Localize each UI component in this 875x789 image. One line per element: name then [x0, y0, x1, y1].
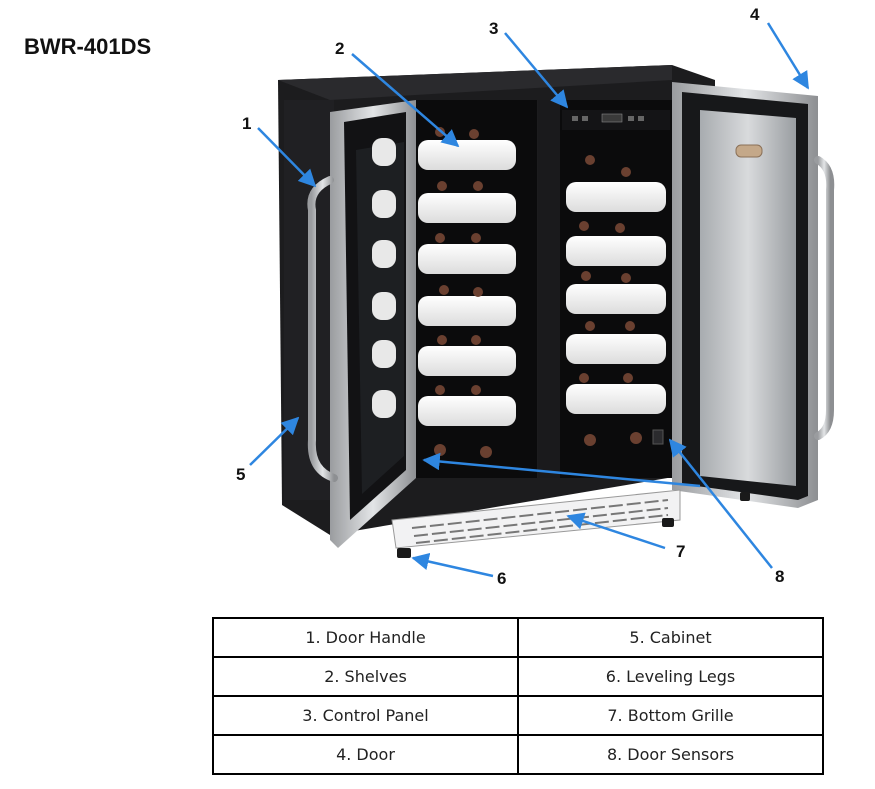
door-sensor: [652, 429, 664, 445]
control-panel: [562, 110, 670, 130]
left-door: [330, 100, 416, 548]
table-cell: 7. Bottom Grille: [517, 695, 824, 736]
table-row: 3. Control Panel 7. Bottom Grille: [212, 695, 824, 736]
left-door-handle: [307, 176, 338, 482]
bottom-grille: [391, 489, 681, 549]
parts-table: 1. Door Handle 5. Cabinet 2. Shelves 6. …: [212, 617, 824, 775]
table-cell: 2. Shelves: [212, 656, 519, 697]
callout-1: 1: [242, 114, 251, 133]
callout-6: 6: [497, 569, 506, 588]
callout-2: 2: [335, 39, 344, 58]
table-cell: 8. Door Sensors: [517, 734, 824, 775]
table-cell: 1. Door Handle: [212, 617, 519, 658]
table-row: 2. Shelves 6. Leveling Legs: [212, 656, 824, 697]
table-cell: 3. Control Panel: [212, 695, 519, 736]
callout-8: 8: [775, 567, 784, 586]
callout-3: 3: [489, 19, 498, 38]
callout-arrows: [249, 22, 810, 578]
left-shelves: [418, 140, 516, 426]
right-shelves: [566, 182, 666, 414]
right-door-handle: [814, 156, 835, 440]
table-row: 4. Door 8. Door Sensors: [212, 734, 824, 775]
table-row: 1. Door Handle 5. Cabinet: [212, 617, 824, 658]
table-cell: 5. Cabinet: [517, 617, 824, 658]
table-cell: 6. Leveling Legs: [517, 656, 824, 697]
callout-4: 4: [750, 5, 760, 24]
table-cell: 4. Door: [212, 734, 519, 775]
right-door: [672, 82, 818, 508]
leveling-legs: [397, 492, 750, 558]
wine-cooler-diagram: 1 2 3 4 5 6 7 8: [236, 5, 835, 588]
callout-7: 7: [676, 542, 685, 561]
callout-5: 5: [236, 465, 245, 484]
model-title: BWR-401DS: [24, 34, 152, 59]
